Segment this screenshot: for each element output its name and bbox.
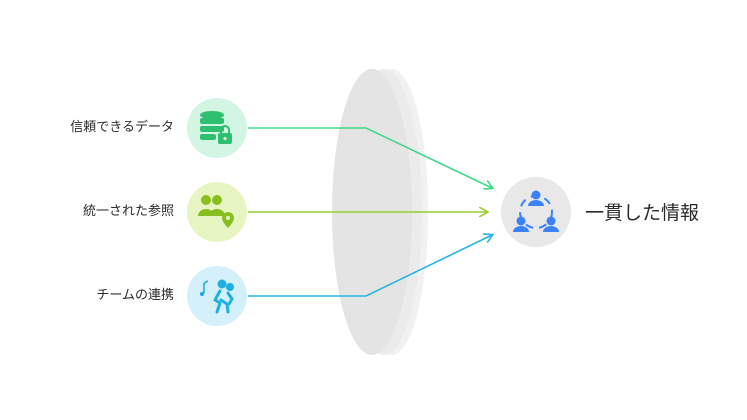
connected-people-icon [513,190,559,232]
output-label: 一貫した情報 [585,202,700,224]
database-lock-icon [200,111,232,144]
input-label-2: 統一された参照 [82,204,174,219]
input-label-3: チームの連携 [96,288,174,303]
input-node-2 [187,182,247,242]
connector-line-3 [248,235,492,297]
connector-line-1 [248,127,492,188]
input-label-1: 信頼できるデータ [70,120,174,135]
input-node-3 [187,266,247,326]
output-node [501,177,571,247]
team-dance-icon [199,279,234,314]
input-node-1 [187,98,247,158]
users-location-icon [198,195,234,228]
